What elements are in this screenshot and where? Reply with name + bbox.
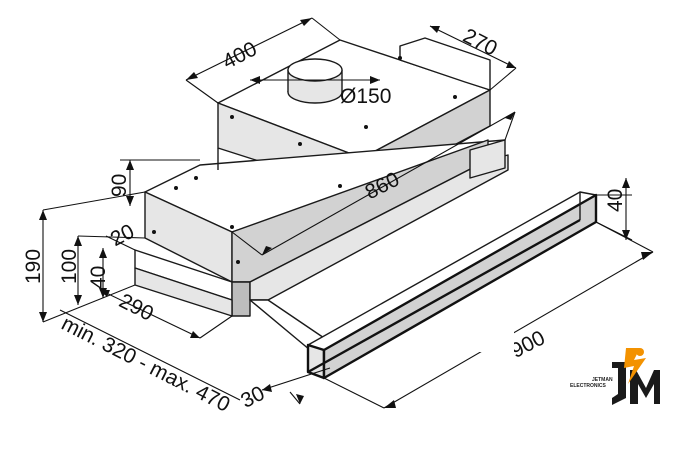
arrowheads xyxy=(39,18,653,408)
dim-depth-290: 290 xyxy=(115,289,157,325)
slide-out-tray xyxy=(134,139,509,351)
label-mask xyxy=(478,312,514,352)
dim-top-height: 90 xyxy=(108,174,131,197)
main-body xyxy=(144,139,506,283)
outlet-cylinder xyxy=(287,58,343,104)
dim-lip-40-right: 40 xyxy=(604,189,627,212)
front-panel xyxy=(306,191,598,380)
dim-depth-range: min. 320 - max. 470 xyxy=(58,312,234,417)
dim-lip-40-left: 40 xyxy=(87,266,110,289)
logo-line1: JETMAN xyxy=(592,377,613,383)
dim-total-height: 190 xyxy=(22,249,45,284)
dim-outlet-diameter: Ø150 xyxy=(340,85,391,108)
dim-outlet-width: 400 xyxy=(219,37,261,73)
logo-line2: ELECTRONICS xyxy=(570,383,607,389)
dim-lower-height: 100 xyxy=(58,249,81,284)
dim-front-30: 30 xyxy=(237,382,268,413)
dim-lip-20: 20 xyxy=(107,220,138,251)
jetman-logo: JETMAN ELECTRONICS xyxy=(570,348,660,405)
dimension-lines xyxy=(42,17,654,409)
screw-dots xyxy=(152,56,457,264)
logo-jm-mark-icon xyxy=(612,348,660,405)
